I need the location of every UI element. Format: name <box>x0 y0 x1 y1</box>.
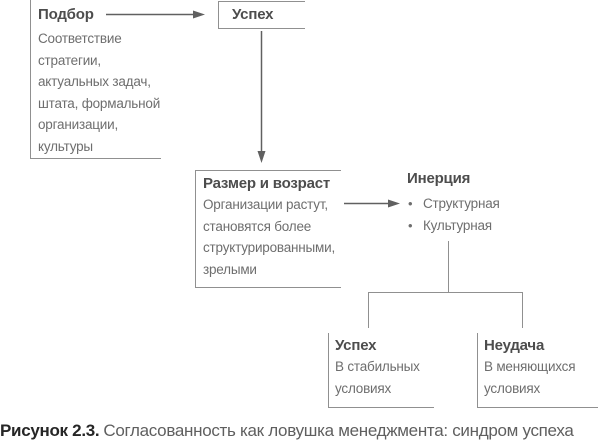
failure-body: В меняющихся условиях <box>484 359 576 396</box>
success-top-box: Успех <box>218 1 305 29</box>
podbor-title: Подбор <box>38 6 94 23</box>
arrow-uspeh-to-razmer <box>257 31 266 163</box>
size-age-body: Организации растут, становятся более стр… <box>203 197 336 277</box>
arrow-podbor-to-uspeh <box>106 10 205 19</box>
success-bottom-title: Успех <box>335 337 377 354</box>
figure-caption-label: Рисунок 2.3. <box>0 421 100 440</box>
arrow-razmer-to-inercia <box>344 199 400 208</box>
inertia-item-cultural: Культурная <box>407 215 500 237</box>
failure-title: Неудача <box>484 337 545 354</box>
figure-caption: Рисунок 2.3.Согласованность как ловушка … <box>0 420 600 442</box>
success-bottom-body: В стабильных условиях <box>335 359 420 396</box>
size-age-title: Размер и возраст <box>203 175 331 192</box>
figure-caption-text: Согласованность как ловушка менеджмента:… <box>103 421 574 440</box>
inercia-branch-connector <box>368 241 523 328</box>
inertia-list: Структурная Культурная <box>407 193 500 236</box>
inertia-item-structural: Структурная <box>407 193 500 215</box>
failure-box: Неудача В меняющихся условиях <box>477 333 598 408</box>
size-age-box: Размер и возраст Организации растут, ста… <box>195 170 341 288</box>
podbor-body: Соответствие стратегии, актуальных задач… <box>38 31 161 154</box>
success-top-title: Успех <box>232 6 274 23</box>
success-bottom-box: Успех В стабильных условиях <box>328 333 434 408</box>
podbor-box: Подбор Соответствие стратегии, актуальны… <box>30 0 161 159</box>
inertia-group: Инерция Структурная Культурная <box>407 169 500 236</box>
inertia-title: Инерция <box>407 170 471 187</box>
